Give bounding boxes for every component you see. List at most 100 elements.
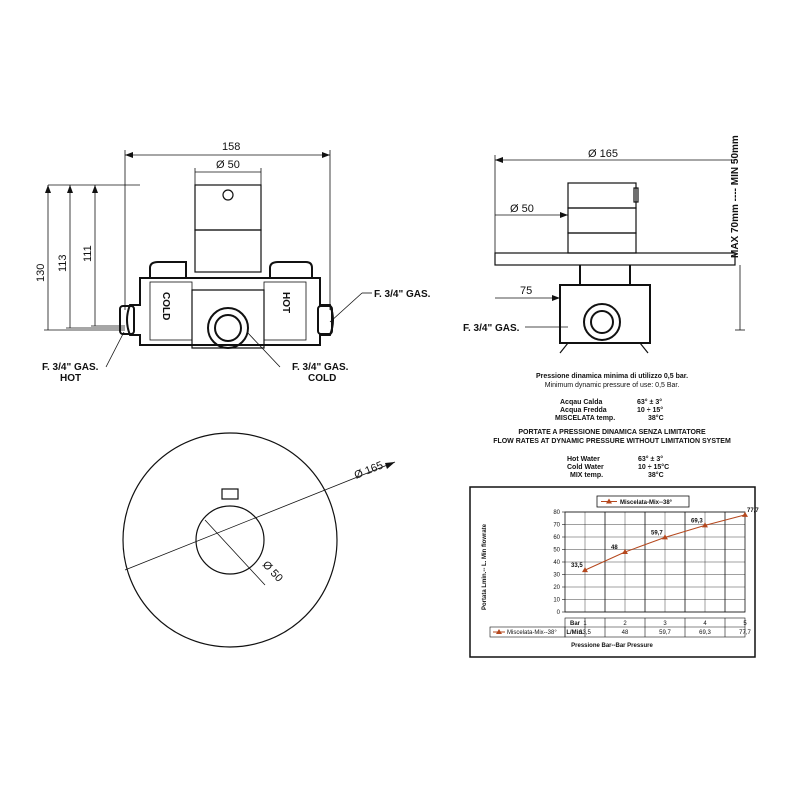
y-tick-label: 50 xyxy=(553,548,560,554)
pressure-note-it: Pressione dinamica minima di utilizzo 0,… xyxy=(536,373,688,380)
spec-it-value-2: 38°C xyxy=(648,414,664,422)
table-value: 69,3 xyxy=(699,630,711,636)
dim-arrow xyxy=(322,152,330,158)
y-tick-label: 80 xyxy=(553,510,560,516)
table-x-label: 3 xyxy=(663,621,667,627)
legend-label: Miscelata-Mix--38° xyxy=(620,500,673,506)
front-cold-chamber xyxy=(149,281,193,341)
legend-swatch-marker xyxy=(606,498,612,504)
dim-line-plate-d165 xyxy=(124,461,396,571)
spec-it-value-0: 63° ± 3° xyxy=(637,398,662,406)
table-row-header-bottom: L/Min. xyxy=(566,630,584,636)
data-label: 69,3 xyxy=(691,518,703,524)
front-left-ear xyxy=(149,261,187,279)
front-left-inlet xyxy=(119,305,135,335)
y-tick-label: 10 xyxy=(553,598,560,604)
chart-xlabel: Pressione Bar--Bar Pressure xyxy=(571,643,653,649)
plate-view: Ø 165 Ø 50 xyxy=(122,432,396,648)
front-outlet-outer xyxy=(207,307,249,349)
chart-ylabel: Portata Lmin.-- L. Min flowrate xyxy=(482,523,488,610)
series-point xyxy=(622,549,628,554)
front-body xyxy=(126,277,334,346)
spec-en-value-2: 38°C xyxy=(648,471,664,479)
side-view: Ø 165 Ø 50 75 MAX 70mm ---- MIN 50mm F. … xyxy=(463,135,745,354)
dim-130-text: 130 xyxy=(35,264,47,282)
front-handle-hole xyxy=(222,189,234,201)
table-value: 33,5 xyxy=(579,630,591,636)
side-75-text: 75 xyxy=(520,285,532,297)
side-body xyxy=(559,284,651,344)
leader-right-inlet xyxy=(329,292,363,323)
table-x-label: 2 xyxy=(623,621,627,627)
spec-en-value-0: 63° ± 3° xyxy=(638,455,663,463)
table-x-label: 1 xyxy=(583,621,587,627)
dim-d50-text: Ø 50 xyxy=(216,159,240,171)
series-point xyxy=(742,511,748,517)
table-frame xyxy=(564,617,746,638)
front-handle xyxy=(194,184,262,231)
plate-handle-circle xyxy=(195,505,265,575)
spec-it-label-2: MISCELATA temp. xyxy=(555,415,615,422)
plate-d165-text: Ø 165 xyxy=(353,459,385,481)
front-right-inlet xyxy=(317,305,333,335)
side-plate xyxy=(494,252,736,266)
dim-arrow xyxy=(125,152,133,158)
spec-notes: Pressione dinamica minima di utilizzo 0,… xyxy=(493,373,731,479)
y-tick-label: 70 xyxy=(553,523,560,529)
side-handle-pin xyxy=(633,187,639,203)
front-view: COLD HOT 158 Ø 50 130 113 111 F. 3/4" GA… xyxy=(35,141,431,384)
y-tick-label: 20 xyxy=(553,585,560,591)
side-d165-text: Ø 165 xyxy=(588,148,618,160)
table-value: 77,7 xyxy=(739,630,751,636)
plate-handle-tab xyxy=(221,488,239,500)
flow-title-it: PORTATE A PRESSIONE DINAMICA SENZA LIMIT… xyxy=(518,429,706,436)
side-handle-mid xyxy=(567,207,637,234)
front-right-ear xyxy=(269,261,313,279)
spec-en-value-1: 10 ÷ 15°C xyxy=(638,463,669,471)
side-inlet-label: F. 3/4" GAS. xyxy=(463,323,520,334)
spec-it-value-1: 10 ÷ 15° xyxy=(637,406,663,414)
data-label: 33,5 xyxy=(571,563,583,569)
dim-158-text: 158 xyxy=(222,141,240,153)
y-tick-label: 40 xyxy=(553,560,560,566)
spec-it-label-1: Acqua Fredda xyxy=(560,407,607,414)
series-point xyxy=(702,522,708,528)
dim-line-plate-d50 xyxy=(204,519,266,586)
table-legend-swatch-marker xyxy=(496,629,502,634)
left-inlet-label-1: F. 3/4" GAS. xyxy=(42,362,99,373)
y-tick-label: 30 xyxy=(553,573,560,579)
flow-title-en: FLOW RATES AT DYNAMIC PRESSURE WITHOUT L… xyxy=(493,438,731,445)
chart-frame xyxy=(469,486,756,658)
front-outlet-inner xyxy=(214,314,242,342)
plate-outer-circle xyxy=(122,432,338,648)
data-label: 77,7 xyxy=(747,508,759,514)
left-inlet-label-2: HOT xyxy=(60,373,81,384)
table-value: 59,7 xyxy=(659,630,671,636)
table-value: 48 xyxy=(622,630,629,636)
dim-arrow xyxy=(495,157,503,163)
front-center-block xyxy=(191,289,265,349)
pressure-note-en: Minimum dynamic pressure of use: 0,5 Bar… xyxy=(545,382,680,389)
spec-en-label-0: Hot Water xyxy=(567,456,600,463)
series-point xyxy=(662,534,668,540)
chart-table: BarL/Min.Miscelata-Mix--38°133,5248359,7… xyxy=(489,617,751,638)
spec-en-label-1: Cold Water xyxy=(567,464,604,471)
plate-d50-text: Ø 50 xyxy=(260,559,285,585)
side-outlet-outer xyxy=(583,303,621,341)
dim-111-text: 111 xyxy=(82,245,94,262)
dim-arrow xyxy=(45,185,51,193)
chart-legend xyxy=(596,495,690,508)
spec-en-label-2: MIX temp. xyxy=(570,472,603,479)
table-row-header-top: Bar xyxy=(570,621,581,627)
side-d50-text: Ø 50 xyxy=(510,203,534,215)
front-handle-base xyxy=(194,229,262,273)
center-outlet-label-1: F. 3/4" GAS. xyxy=(292,362,349,373)
spec-it-label-0: Acqau Calda xyxy=(560,399,603,406)
leader-left-inlet xyxy=(105,331,125,368)
chart-grid xyxy=(564,511,746,613)
dim-arrow xyxy=(385,462,395,469)
data-label: 59,7 xyxy=(651,530,663,536)
